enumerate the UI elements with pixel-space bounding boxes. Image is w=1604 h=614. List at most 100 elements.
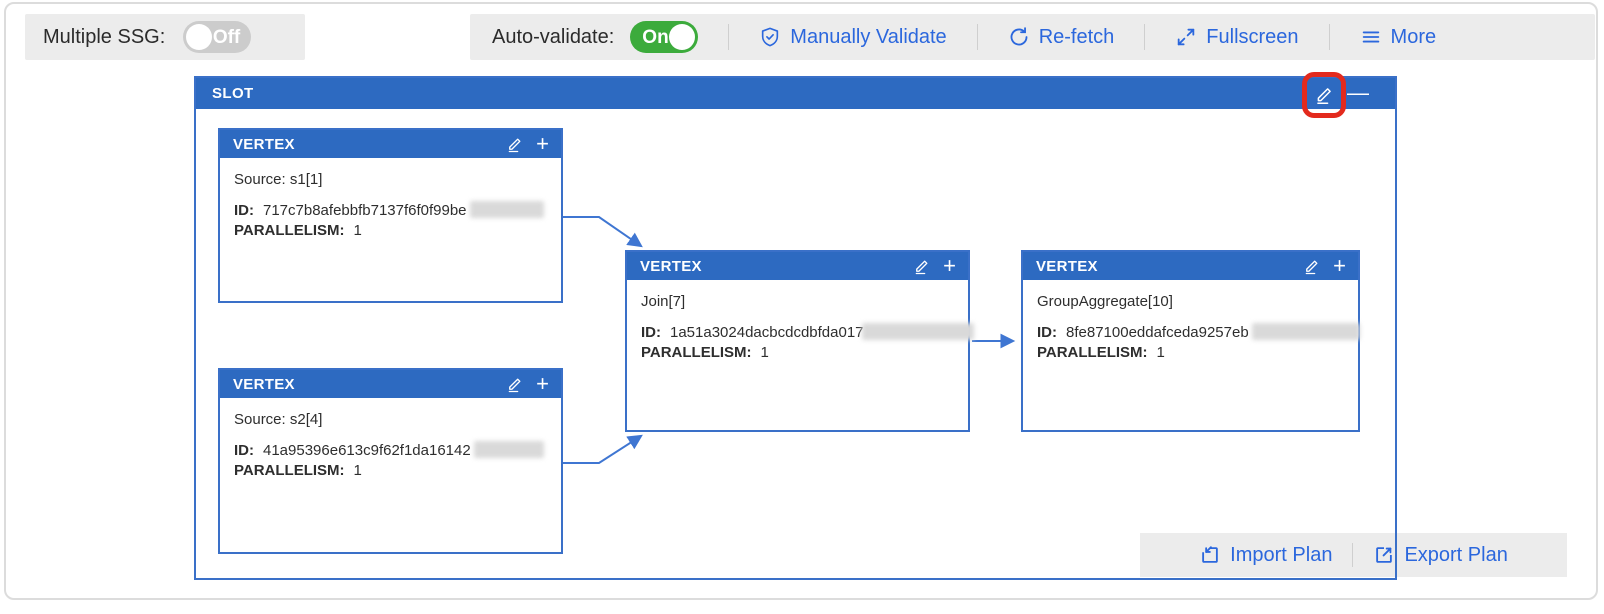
highlight-ring (1302, 72, 1346, 118)
toggle-state-label: On (642, 26, 669, 48)
more-button[interactable]: More (1360, 25, 1437, 49)
toggle-state-label: Off (212, 26, 241, 48)
edit-pencil-icon (506, 135, 524, 153)
vertex-body: Source: s1[1] ID: 717c7b8afebbfb7137f6f0f… (220, 158, 561, 241)
parallelism-label: PARALLELISM: (641, 344, 752, 361)
slot-header: SLOT — (196, 72, 1395, 118)
vertex-add-button[interactable]: + (1333, 255, 1346, 277)
vertex-body: Source: s2[4] ID:41a95396e613c9f62f1da16… (220, 398, 561, 481)
plan-actions-bar: Import Plan Export Plan (1140, 533, 1567, 577)
vertex-body: Join[7] ID: 1a51a3024dacbcdcdbfda017 PARA… (627, 280, 974, 363)
vertex-node-join[interactable]: VERTEX + Join[7] ID: 1a51a3024dacbcdcdbfd… (625, 250, 974, 432)
vertex-title: VERTEX (640, 257, 702, 275)
toggle-knob (669, 24, 696, 50)
parallelism-value: 1 (1156, 344, 1165, 361)
edit-pencil-icon (913, 257, 931, 275)
id-label: ID: (234, 202, 254, 219)
vertex-name: Join[7] (641, 293, 686, 310)
vertex-id-line: ID: 41a95396e613c9f62f1da16142 (234, 441, 547, 461)
auto-validate-label: Auto-validate: (492, 25, 615, 48)
vertex-header: VERTEX + (220, 370, 561, 398)
slot-edit-button[interactable] (1311, 81, 1337, 107)
parallelism-value: 1 (760, 344, 769, 361)
id-label: ID: (1037, 324, 1057, 341)
import-icon (1199, 544, 1221, 566)
parallelism-value: 1 (353, 222, 362, 239)
export-icon (1373, 544, 1395, 566)
fullscreen-label: Fullscreen (1206, 25, 1299, 48)
plus-icon: + (536, 131, 549, 156)
multiple-ssg-toggle[interactable]: Off (183, 21, 252, 53)
redacted-id-suffix (861, 323, 974, 340)
slot-collapse-button[interactable]: — (1347, 80, 1369, 105)
vertex-edit-button[interactable] (506, 135, 524, 153)
vertex-title: VERTEX (233, 375, 295, 393)
vertex-id-line: ID: 1a51a3024dacbcdcdbfda017 (641, 323, 974, 343)
refresh-icon (1008, 26, 1030, 48)
vertex-title: VERTEX (1036, 257, 1098, 275)
actions-toolbar: Auto-validate: On Manually Validate (470, 14, 1595, 60)
manually-validate-button[interactable]: Manually Validate (759, 25, 947, 49)
toolbar-divider (976, 24, 978, 50)
redacted-id-suffix (469, 201, 544, 218)
edit-pencil-icon (1303, 257, 1321, 275)
vertex-add-button[interactable]: + (943, 255, 956, 277)
canvas-frame (4, 2, 1598, 600)
parallelism-value: 1 (353, 462, 362, 479)
vertex-id-line: ID: 8fe87100eddafceda9257eb (1037, 323, 1360, 343)
vertex-id-line: ID: 717c7b8afebbfb7137f6f0f99be (234, 201, 547, 221)
import-plan-label: Import Plan (1230, 543, 1333, 566)
edit-pencil-icon (506, 375, 524, 393)
vertex-parallelism-line: PARALLELISM: 1 (641, 343, 954, 363)
vertex-title: VERTEX (233, 135, 295, 153)
plus-icon: + (943, 253, 956, 278)
vertex-node-source-s1[interactable]: VERTEX + Source: s1[1] ID: 717c7b8afebbfb… (218, 128, 563, 303)
toolbar-divider (1328, 24, 1330, 50)
more-label: More (1390, 25, 1437, 48)
plus-icon: + (1333, 253, 1346, 278)
id-value: 8fe87100eddafceda9257eb (1066, 324, 1249, 341)
vertex-add-button[interactable]: + (536, 133, 549, 155)
vertex-name: GroupAggregate[10] (1037, 293, 1173, 310)
vertex-body: GroupAggregate[10] ID: 8fe87100eddafceda9… (1023, 280, 1360, 363)
parallelism-label: PARALLELISM: (234, 222, 345, 239)
menu-icon (1360, 26, 1382, 48)
fullscreen-button[interactable]: Fullscreen (1175, 25, 1299, 49)
auto-validate-toggle[interactable]: On (630, 21, 699, 53)
plan-bar-divider (1352, 543, 1354, 567)
shield-check-icon (759, 26, 781, 48)
manually-validate-label: Manually Validate (790, 25, 947, 48)
toggle-knob (186, 24, 213, 50)
vertex-node-source-s2[interactable]: VERTEX + Source: s2[4] ID:41a95396e613c9… (218, 368, 563, 554)
id-value: 717c7b8afebbfb7137f6f0f99be (263, 202, 467, 219)
vertex-header: VERTEX + (1023, 252, 1358, 280)
vertex-edit-button[interactable] (1303, 257, 1321, 275)
id-value: 41a95396e613c9f62f1da16142 (263, 442, 471, 459)
toolbar-divider (728, 24, 730, 50)
import-plan-button[interactable]: Import Plan (1199, 544, 1332, 567)
refetch-label: Re-fetch (1038, 25, 1115, 48)
toolbar-divider (1144, 24, 1146, 50)
vertex-edit-button[interactable] (913, 257, 931, 275)
redacted-id-suffix (473, 441, 544, 458)
vertex-parallelism-line: PARALLELISM: 1 (234, 461, 547, 481)
slot-title: SLOT (212, 85, 254, 102)
multiple-ssg-label: Multiple SSG: (43, 25, 166, 48)
fullscreen-icon (1175, 26, 1197, 48)
vertex-header: VERTEX + (220, 130, 561, 158)
parallelism-label: PARALLELISM: (234, 462, 345, 479)
vertex-header: VERTEX + (627, 252, 968, 280)
id-label: ID: (234, 442, 254, 459)
export-plan-button[interactable]: Export Plan (1373, 543, 1508, 567)
vertex-parallelism-line: PARALLELISM: 1 (234, 221, 547, 241)
vertex-node-groupaggregate[interactable]: VERTEX + GroupAggregate[10] ID: 8fe87100e… (1021, 250, 1360, 432)
vertex-edit-button[interactable] (506, 375, 524, 393)
multiple-ssg-bar: Multiple SSG: Off (25, 14, 305, 60)
vertex-name: Source: s1[1] (234, 171, 323, 188)
export-plan-label: Export Plan (1404, 543, 1508, 566)
vertex-add-button[interactable]: + (536, 373, 549, 395)
id-value: 1a51a3024dacbcdcdbfda017 (670, 324, 864, 341)
id-label: ID: (641, 324, 661, 341)
refetch-button[interactable]: Re-fetch (1008, 25, 1115, 49)
